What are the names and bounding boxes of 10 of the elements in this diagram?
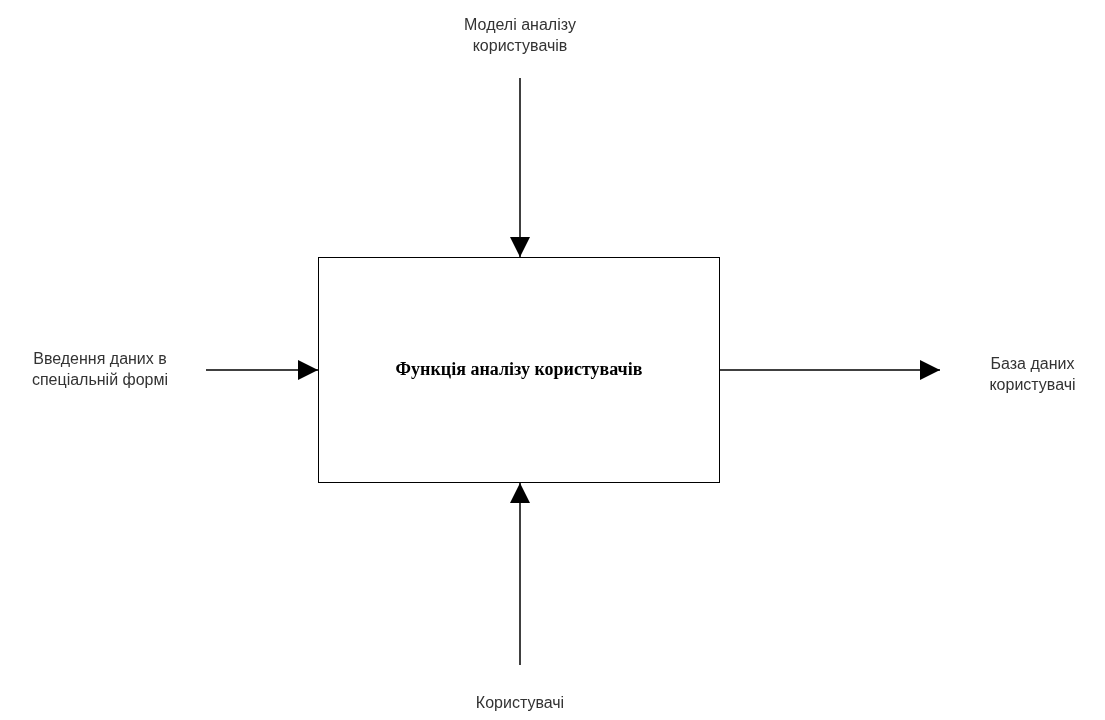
arrow: [510, 77, 530, 258]
arrow: [510, 482, 530, 666]
function-title: Функція аналізу користувачів: [395, 358, 643, 382]
arrow-label: Користувачі: [475, 692, 565, 713]
function-box: [318, 257, 720, 483]
arrow: [205, 360, 319, 380]
arrow-label: Введення даних в спеціальній формі: [30, 349, 170, 390]
arrow: [719, 360, 941, 380]
arrow-label: База даних користувачі: [988, 354, 1077, 395]
arrow-label: Моделі аналізу користувачів: [463, 15, 577, 56]
